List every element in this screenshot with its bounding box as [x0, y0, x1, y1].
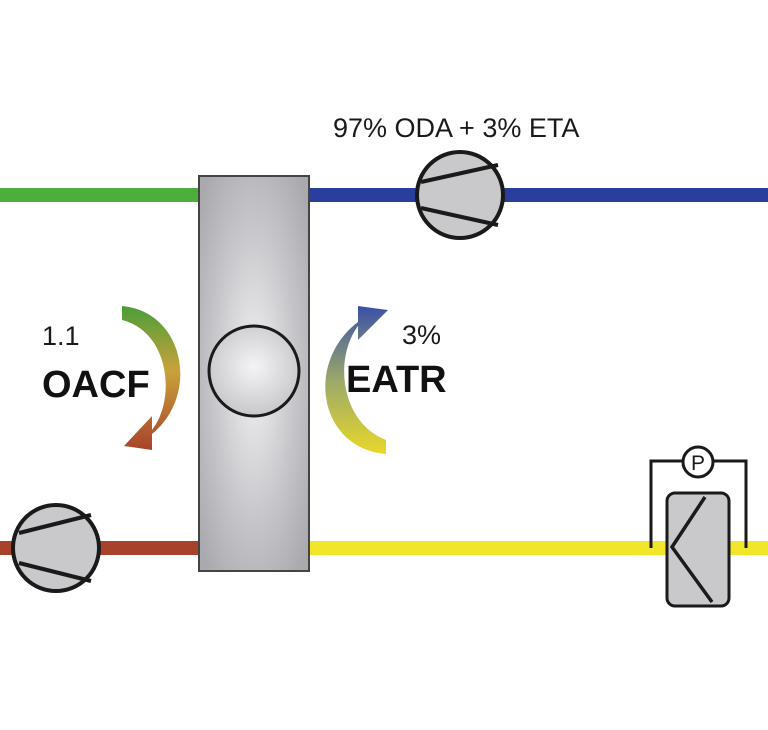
supply-flow-label: 97% ODA + 3% ETA: [333, 113, 579, 143]
rotary-heat-exchanger-icon: [198, 175, 310, 572]
pressure-sensor-icon: P: [681, 445, 715, 479]
supply-air-duct: [308, 188, 768, 202]
damper-icon: [649, 459, 748, 608]
eatr-value: 3%: [402, 320, 441, 350]
fan-icon: [415, 150, 505, 240]
extract-air-duct: [308, 541, 768, 555]
fan-icon: [11, 503, 101, 593]
eatr-name: EATR: [346, 359, 447, 401]
oacf-name: OACF: [42, 364, 150, 406]
oacf-value: 1.1: [42, 321, 80, 351]
pressure-symbol: P: [691, 452, 705, 475]
eatr-arrow-icon: [325, 306, 388, 454]
outdoor-air-duct: [0, 188, 200, 202]
oacf-arrow-icon: [122, 306, 181, 450]
